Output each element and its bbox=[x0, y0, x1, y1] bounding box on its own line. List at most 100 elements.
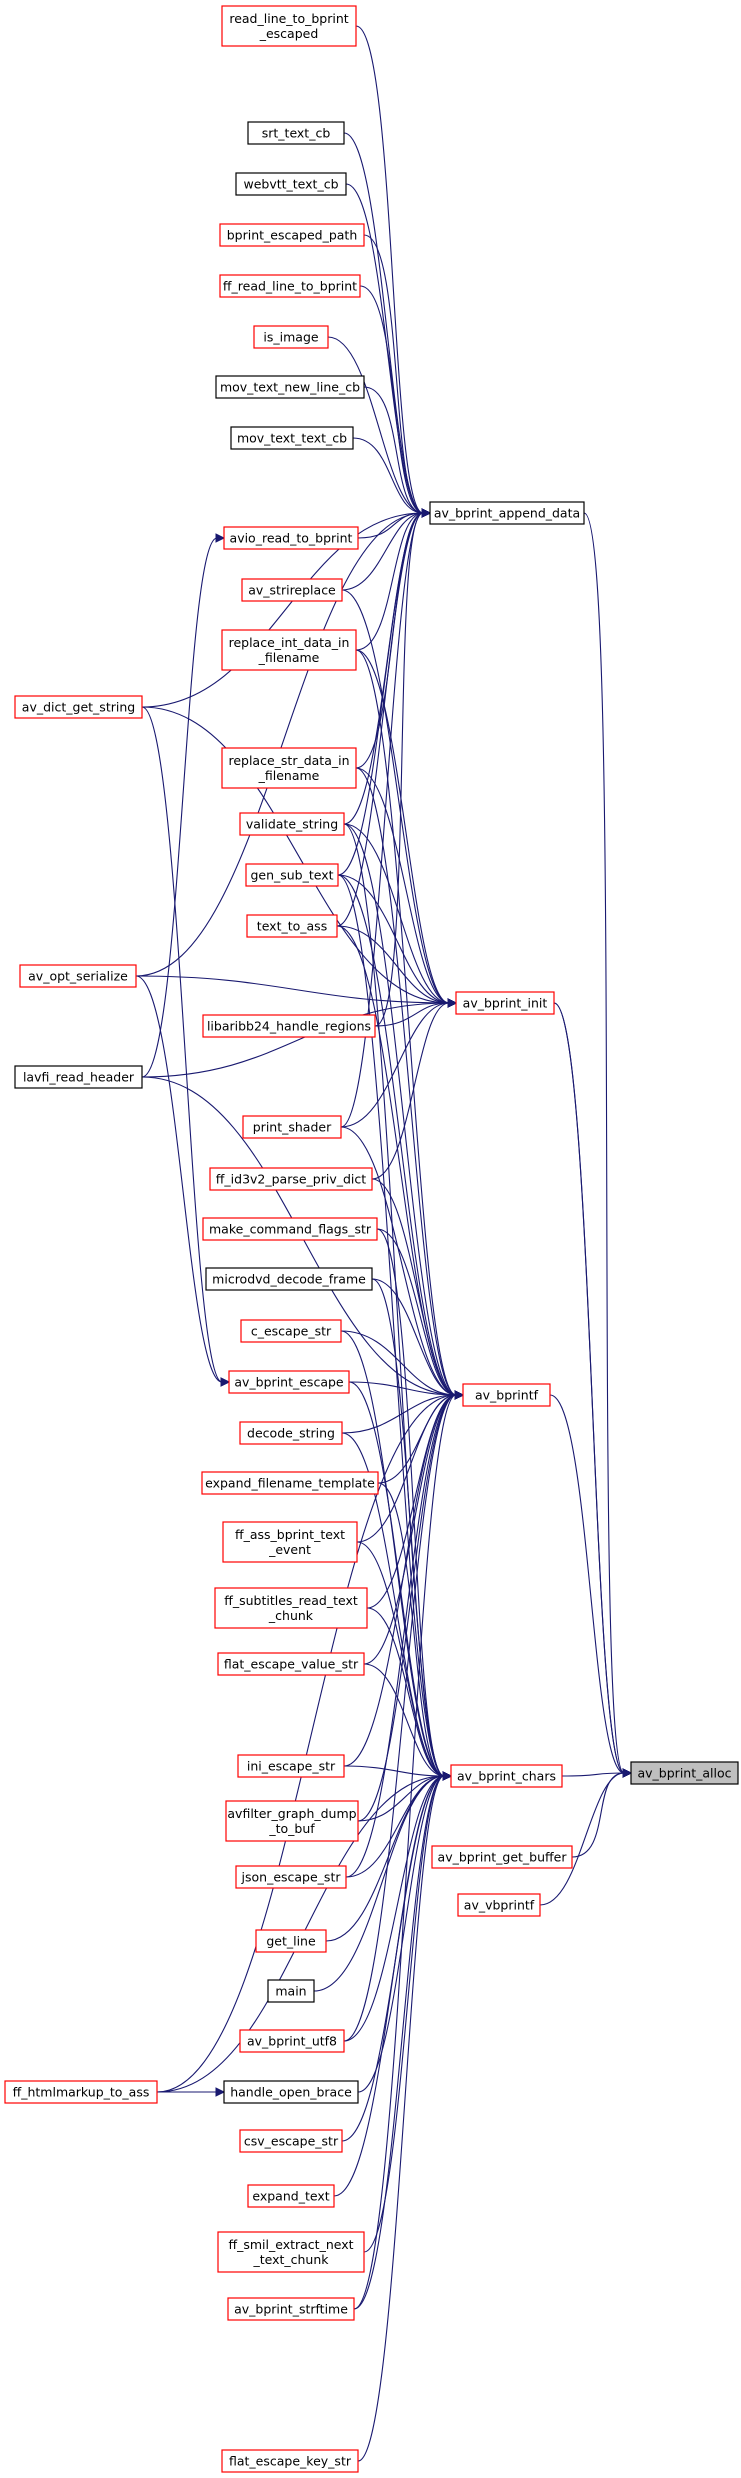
node-box bbox=[4, 2080, 158, 2104]
node-ff-read-line-to-bprint[interactable]: ff_read_line_to_bprint bbox=[219, 274, 361, 298]
node-box bbox=[247, 2184, 335, 2208]
node-avfilter-graph-dump-to-buf[interactable]: avfilter_graph_dump_to_buf bbox=[225, 1800, 359, 1842]
node-replace-str-data-in-filename[interactable]: replace_str_data_in_filename bbox=[221, 747, 357, 789]
edge-line bbox=[313, 1775, 445, 1992]
node-box bbox=[237, 1754, 345, 1778]
node-print-shader[interactable]: print_shader bbox=[242, 1115, 342, 1139]
edge-line bbox=[355, 767, 457, 1396]
edge-line bbox=[357, 1775, 445, 1822]
node-ff-htmlmarkup-to-ass[interactable]: ff_htmlmarkup_to_ass bbox=[4, 2080, 158, 2104]
node-webvtt-text-cb[interactable]: webvtt_text_cb bbox=[235, 172, 347, 196]
node-av-bprint-alloc[interactable]: av_bprint_alloc bbox=[630, 1761, 739, 1785]
node-av-bprint-escape[interactable]: av_bprint_escape bbox=[228, 1370, 350, 1394]
node-gen-sub-text[interactable]: gen_sub_text bbox=[245, 863, 339, 887]
node-av-dict-get-string[interactable]: av_dict_get_string bbox=[14, 695, 143, 719]
node-avio-read-to-bprint[interactable]: avio_read_to_bprint bbox=[223, 526, 359, 550]
node-label: avio_read_to_bprint bbox=[230, 531, 353, 546]
function-nodes: av_bprint_alloc av_bprint_append_data av_b… bbox=[4, 5, 739, 2473]
node-bprint-escaped-path[interactable]: bprint_escaped_path bbox=[219, 223, 365, 247]
edge-line bbox=[341, 589, 450, 1004]
node-label: is_image bbox=[263, 330, 318, 345]
node-av-bprint-append-data[interactable]: av_bprint_append_data bbox=[429, 501, 585, 525]
node-json-escape-str[interactable]: json_escape_str bbox=[235, 1865, 347, 1889]
node-make-command-flags-str[interactable]: make_command_flags_str bbox=[202, 1217, 378, 1241]
node-label: replace_str_data_in bbox=[228, 753, 349, 768]
node-c-escape-str[interactable]: c_escape_str bbox=[240, 1319, 342, 1343]
call-edge-replace-int-data-in-filename-to-av-bprint-init bbox=[355, 649, 458, 1008]
node-label: avfilter_graph_dump bbox=[227, 1806, 356, 1821]
node-av-vbprintf[interactable]: av_vbprintf bbox=[457, 1893, 541, 1917]
node-label: flat_escape_value_str bbox=[224, 1657, 359, 1672]
node-label: _to_buf bbox=[268, 1821, 315, 1836]
node-label: read_line_to_bprint bbox=[229, 11, 348, 26]
node-main[interactable]: main bbox=[267, 1979, 315, 2003]
edge-arrowhead bbox=[454, 1390, 465, 1400]
node-ini-escape-str[interactable]: ini_escape_str bbox=[237, 1754, 345, 1778]
node-flat-escape-value-str[interactable]: flat_escape_value_str bbox=[217, 1652, 365, 1676]
edge-line bbox=[336, 512, 424, 927]
node-libaribb24-handle-regions[interactable]: libaribb24_handle_regions bbox=[202, 1014, 376, 1038]
edge-arrowhead bbox=[421, 508, 432, 518]
node-csv-escape-str[interactable]: csv_escape_str bbox=[239, 2129, 343, 2153]
edge-line bbox=[377, 1482, 445, 1777]
node-box bbox=[450, 1764, 563, 1788]
edge-line bbox=[366, 1607, 445, 1777]
edge-line bbox=[135, 512, 424, 977]
node-flat-escape-key-str[interactable]: flat_escape_key_str bbox=[221, 2449, 359, 2473]
node-av-opt-serialize[interactable]: av_opt_serialize bbox=[19, 964, 137, 988]
node-is-image[interactable]: is_image bbox=[253, 325, 329, 349]
edge-line bbox=[539, 1772, 625, 1906]
call-edges bbox=[135, 25, 633, 2462]
node-av-bprint-get-buffer[interactable]: av_bprint_get_buffer bbox=[431, 1845, 573, 1869]
node-label: get_line bbox=[266, 1934, 316, 1949]
node-box bbox=[245, 863, 339, 887]
node-mov-text-text-cb[interactable]: mov_text_text_cb bbox=[230, 426, 354, 450]
node-srt-text-cb[interactable]: srt_text_cb bbox=[247, 121, 345, 145]
node-ff-smil-extract-next-text-chunk[interactable]: ff_smil_extract_next_text_chunk bbox=[217, 2231, 365, 2273]
node-label: json_escape_str bbox=[241, 1870, 342, 1885]
node-box bbox=[221, 629, 357, 671]
node-box bbox=[209, 1167, 373, 1191]
edge-line bbox=[355, 25, 424, 514]
call-edge-av-bprintf-to-av-bprint-alloc bbox=[549, 1394, 633, 1778]
node-mov-text-new-line-cb[interactable]: mov_text_new_line_cb bbox=[215, 375, 365, 399]
node-av-bprintf[interactable]: av_bprintf bbox=[462, 1383, 551, 1407]
edge-line bbox=[363, 1394, 457, 1665]
node-read-line-to-bprint-escaped[interactable]: read_line_to_bprint_escaped bbox=[221, 5, 357, 47]
edge-line bbox=[371, 1002, 450, 1180]
node-label: csv_escape_str bbox=[244, 2134, 339, 2149]
node-text-to-ass[interactable]: text_to_ass bbox=[246, 914, 338, 938]
node-box bbox=[19, 964, 137, 988]
node-ff-id3v2-parse-priv-dict[interactable]: ff_id3v2_parse_priv_dict bbox=[209, 1167, 373, 1191]
node-decode-string[interactable]: decode_string bbox=[239, 1421, 343, 1445]
node-box bbox=[228, 1370, 350, 1394]
node-av-bprint-chars[interactable]: av_bprint_chars bbox=[450, 1764, 563, 1788]
node-box bbox=[230, 426, 354, 450]
node-label: _text_chunk bbox=[252, 2252, 329, 2267]
node-expand-filename-template[interactable]: expand_filename_template bbox=[201, 1471, 379, 1495]
node-expand-text[interactable]: expand_text bbox=[247, 2184, 335, 2208]
node-ff-subtitles-read-text-chunk[interactable]: ff_subtitles_read_text_chunk bbox=[214, 1587, 368, 1629]
edge-line bbox=[371, 1278, 445, 1777]
edge-line bbox=[355, 767, 450, 1004]
node-validate-string[interactable]: validate_string bbox=[239, 812, 345, 836]
node-av-bprint-strftime[interactable]: av_bprint_strftime bbox=[227, 2297, 355, 2321]
node-label: srt_text_cb bbox=[262, 126, 331, 141]
node-get-line[interactable]: get_line bbox=[255, 1929, 327, 1953]
node-microdvd-decode-frame[interactable]: microdvd_decode_frame bbox=[205, 1267, 373, 1291]
node-box bbox=[239, 2129, 343, 2153]
call-edge-lavfi-read-header-to-avio-read-to-bprint bbox=[141, 533, 226, 1078]
edge-arrowhead bbox=[220, 1377, 231, 1387]
node-av-bprint-init[interactable]: av_bprint_init bbox=[455, 991, 555, 1015]
node-replace-int-data-in-filename[interactable]: replace_int_data_in_filename bbox=[221, 629, 357, 671]
node-av-bprint-utf8[interactable]: av_bprint_utf8 bbox=[239, 2029, 345, 2053]
node-label: main bbox=[275, 1984, 306, 1999]
node-box bbox=[227, 2297, 355, 2321]
edge-line bbox=[337, 512, 424, 876]
node-av-strireplace[interactable]: av_strireplace bbox=[241, 578, 343, 602]
node-box bbox=[255, 1929, 327, 1953]
node-lavfi-read-header[interactable]: lavfi_read_header bbox=[14, 1065, 143, 1089]
edge-line bbox=[371, 1178, 457, 1396]
node-ff-ass-bprint-text-event[interactable]: ff_ass_bprint_text_event bbox=[222, 1521, 358, 1563]
node-handle-open-brace[interactable]: handle_open_brace bbox=[223, 2080, 359, 2104]
